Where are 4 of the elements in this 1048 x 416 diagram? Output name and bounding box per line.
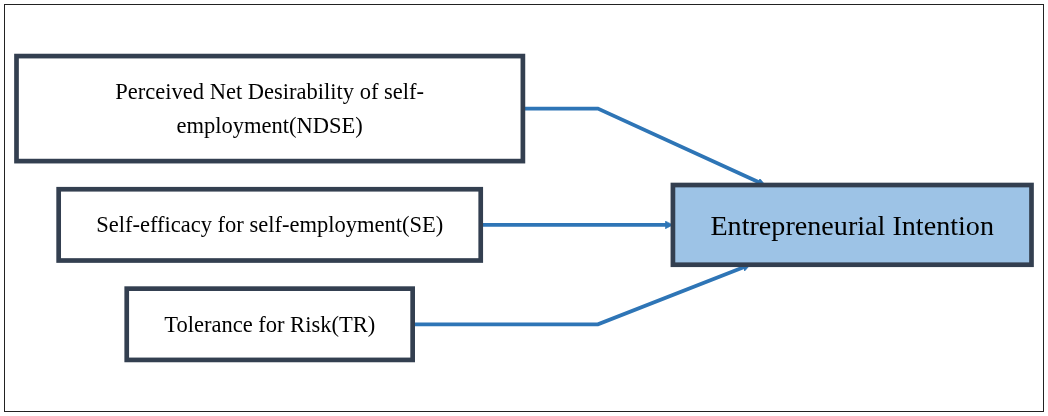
node-box: Perceived Net Desirability of self-employment(NDSE) [14,53,526,164]
node-box: Self-efficacy for self-employment(SE) [56,186,484,263]
node-box: Entrepreneurial Intention [670,182,1034,268]
node-box: Tolerance for Risk(TR) [124,286,415,363]
